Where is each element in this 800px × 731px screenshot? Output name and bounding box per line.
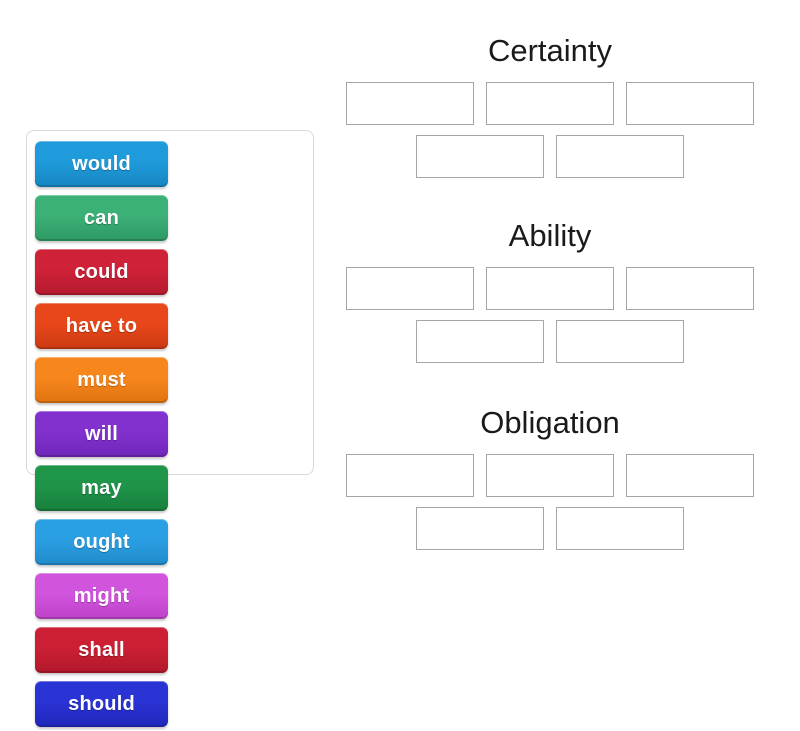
drop-slot[interactable] xyxy=(486,267,614,310)
tile-label: can xyxy=(83,206,120,229)
tile-label: might xyxy=(73,584,130,607)
tile-label: ought xyxy=(73,530,130,553)
drop-slot-row-top xyxy=(340,267,760,310)
drop-slot[interactable] xyxy=(346,267,474,310)
tile-label: must xyxy=(77,368,126,391)
category-groups: Certainty Ability Obligation xyxy=(340,0,800,600)
drop-slot[interactable] xyxy=(416,320,544,363)
tile-label: may xyxy=(81,476,122,499)
word-tile[interactable]: can xyxy=(35,195,168,241)
word-tile[interactable]: may xyxy=(35,465,168,511)
category-group-ability: Ability xyxy=(340,220,800,363)
drop-slot-row-top xyxy=(340,454,760,497)
drop-slot-row-bottom xyxy=(340,135,760,178)
drop-slot[interactable] xyxy=(626,82,754,125)
tile-label: would xyxy=(72,152,131,175)
drop-slot[interactable] xyxy=(556,320,684,363)
drop-slot[interactable] xyxy=(346,454,474,497)
drop-slot[interactable] xyxy=(416,135,544,178)
word-tile[interactable]: should xyxy=(35,681,168,727)
word-tile[interactable]: will xyxy=(35,411,168,457)
drop-slot[interactable] xyxy=(556,507,684,550)
word-tile[interactable]: shall xyxy=(35,627,168,673)
word-tile[interactable]: would xyxy=(35,141,168,187)
category-title: Obligation xyxy=(480,405,620,440)
tile-label: should xyxy=(68,692,135,715)
category-group-obligation: Obligation xyxy=(340,407,800,550)
drop-slot[interactable] xyxy=(556,135,684,178)
drop-slot[interactable] xyxy=(486,454,614,497)
tile-grid: would can could have to must will may ou… xyxy=(32,137,308,731)
category-group-certainty: Certainty xyxy=(340,35,800,178)
category-title: Ability xyxy=(508,218,592,253)
drop-slot-row-bottom xyxy=(340,320,760,363)
word-tile[interactable]: might xyxy=(35,573,168,619)
tile-label: have to xyxy=(65,314,138,337)
tile-label: shall xyxy=(78,638,125,661)
drop-slot[interactable] xyxy=(626,454,754,497)
tile-label: could xyxy=(74,260,129,283)
drop-slot[interactable] xyxy=(416,507,544,550)
word-tile[interactable]: could xyxy=(35,249,168,295)
drop-slot-row-bottom xyxy=(340,507,760,550)
word-tile-tray[interactable]: would can could have to must will may ou… xyxy=(26,130,314,727)
drop-slot[interactable] xyxy=(626,267,754,310)
drop-slot[interactable] xyxy=(346,82,474,125)
word-tile[interactable]: must xyxy=(35,357,168,403)
tile-label: will xyxy=(84,422,119,445)
word-tile[interactable]: ought xyxy=(35,519,168,565)
category-title: Certainty xyxy=(487,33,613,68)
drop-slot-row-top xyxy=(340,82,760,125)
word-tile[interactable]: have to xyxy=(35,303,168,349)
drop-slot[interactable] xyxy=(486,82,614,125)
